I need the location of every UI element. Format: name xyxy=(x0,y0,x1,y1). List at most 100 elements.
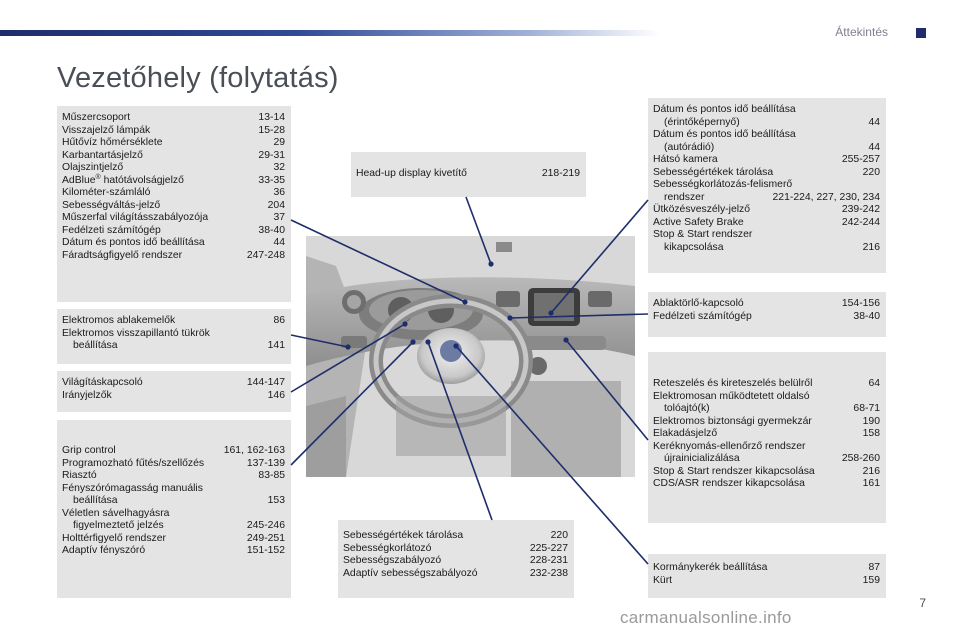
index-entry-pages: 33-35 xyxy=(258,174,285,186)
index-entry-label-text: Műszerfal világításszabályozója xyxy=(62,212,209,223)
index-entry-pages: 216 xyxy=(862,465,880,477)
index-entry: Karbantartásjelző 29-31 xyxy=(62,150,285,163)
index-entry-pages: 83-85 xyxy=(258,470,285,481)
index-entry-label-text: Adaptív sebességszabályozó xyxy=(343,567,478,579)
box-screen: Dátum és pontos idő beállítása(érintőkép… xyxy=(648,98,886,273)
index-entry: Ütközésveszély-jelző 239-242 xyxy=(653,204,880,217)
index-entry-sublabel: rendszer xyxy=(664,191,705,203)
index-entry-label: Elektromos biztonsági gyermekzár xyxy=(653,416,812,429)
index-entry-sublabel: figyelmeztető jelzés xyxy=(73,520,164,531)
index-entry-pages: 161 xyxy=(862,478,880,489)
index-entry-pages: 151-152 xyxy=(246,545,285,556)
index-entry-sublabel: beállítása xyxy=(73,340,118,351)
index-entry-label-text: Sebességkorlátozó xyxy=(343,542,432,554)
index-entry-pages: 15-28 xyxy=(258,124,285,136)
index-entry-pages: 228-231 xyxy=(529,555,568,566)
index-entry-pages: 218-219 xyxy=(541,168,580,179)
index-entry-label: Karbantartásjelző xyxy=(62,150,143,163)
index-entry: Véletlen sávelhagyásra xyxy=(62,508,285,521)
index-entry: Sebességkorlátozás-felismerő xyxy=(653,179,880,192)
index-entry-sublabel: kikapcsolása xyxy=(664,241,724,253)
index-entry-label: Elektromos visszapillantó tükrök xyxy=(62,327,210,339)
index-entry: Holttérfigyelő rendszer 249-251 xyxy=(62,533,285,546)
index-entry-label-text: Dátum és pontos idő beállítása xyxy=(62,237,205,248)
index-entry-label: Kürt xyxy=(653,575,672,588)
index-entry: Adaptív fényszóró 151-152 xyxy=(62,545,285,558)
index-entry-label: Programozható fűtés/szellőzés xyxy=(62,458,204,471)
index-entry-pages: 29 xyxy=(273,137,285,148)
index-entry-pages: 204 xyxy=(267,199,285,211)
index-entry-label: Világításkapcsoló xyxy=(62,377,143,390)
index-entry-label-text: Elakadásjelző xyxy=(653,428,718,439)
index-entry-sublabel: (érintőképernyő) xyxy=(664,116,740,128)
index-entry-label: Head-up display kivetítő xyxy=(356,168,467,181)
index-entry-label: Műszercsoport xyxy=(62,112,130,125)
index-entry: Elektromos visszapillantó tükrök xyxy=(62,328,285,341)
index-entry-continuation: figyelmeztető jelzés 245-246 xyxy=(62,520,285,533)
index-entry-sublabel: tolóajtó(k) xyxy=(664,403,710,414)
index-entry-label-text: Programozható fűtés/szellőzés xyxy=(62,457,205,469)
index-entry-pages: 32 xyxy=(273,162,285,173)
index-entry: Dátum és pontos idő beállítása xyxy=(653,129,880,142)
index-entry-label-text: Műszercsoport xyxy=(62,112,131,123)
index-entry-pages: 249-251 xyxy=(246,532,285,544)
index-entry-pages: 38-40 xyxy=(258,224,285,236)
index-entry-pages: 245-246 xyxy=(246,520,285,531)
index-entry: Sebességkorlátozó 225-227 xyxy=(343,543,568,556)
index-entry-label: Műszerfal világításszabályozója xyxy=(62,212,208,225)
index-entry-pages: 137-139 xyxy=(246,457,285,469)
index-entry-pages: 68-71 xyxy=(853,403,880,414)
index-entry: Dátum és pontos idő beállítása 44 xyxy=(62,237,285,250)
index-entry-pages: 64 xyxy=(868,378,880,389)
index-entry-pages: 225-227 xyxy=(529,542,568,554)
index-entry-label-text: Sebességértékek tárolása xyxy=(343,530,464,541)
index-entry-label-text: Holttérfigyelő rendszer xyxy=(62,532,166,544)
index-entry-pages: 29-31 xyxy=(258,149,285,161)
index-entry-label-text: Hűtővíz hőmérséklete xyxy=(62,137,163,148)
index-entry-pages: 44 xyxy=(273,237,285,248)
index-entry-pages: 146 xyxy=(267,389,285,401)
index-entry-label-text: Ütközésveszély-jelző xyxy=(653,204,751,215)
index-entry-label: Fáradtságfigyelő rendszer xyxy=(62,250,182,263)
index-entry-sublabel: beállítása xyxy=(73,495,118,506)
index-entry-pages: 220 xyxy=(550,530,568,541)
index-entry-label-text: Sebességváltás-jelző xyxy=(62,199,161,211)
index-entry-label-text: CDS/ASR rendszer kikapcsolása xyxy=(653,478,805,489)
index-entry-label-text: Adaptív fényszóró xyxy=(62,545,146,556)
index-entry-label-text: Stop & Start rendszer kikapcsolása xyxy=(653,465,815,477)
index-entry-continuation: tolóajtó(k) 68-71 xyxy=(653,403,880,416)
index-entry-label: Holttérfigyelő rendszer xyxy=(62,533,166,546)
index-entry-label: Grip control xyxy=(62,445,116,458)
index-entry-pages: 242-244 xyxy=(841,216,880,228)
index-entry-label: Fedélzeti számítógép xyxy=(62,225,161,238)
index-entry: Stop & Start rendszer kikapcsolása 216 xyxy=(653,466,880,479)
index-entry-pages: 239-242 xyxy=(841,204,880,215)
index-entry-label: Fényszórómagasság manuális xyxy=(62,482,203,494)
section-title: Áttekintés xyxy=(835,25,888,39)
index-entry-pages: 232-238 xyxy=(529,567,568,579)
index-entry-label-text: Elektromos biztonsági gyermekzár xyxy=(653,415,812,427)
index-entry-pages: 159 xyxy=(862,574,880,586)
index-entry-label-text: Fedélzeti számítógép xyxy=(653,310,752,322)
index-entry-label-text: Sebességértékek tárolása xyxy=(653,166,774,178)
index-entry-label: Hátsó kamera xyxy=(653,154,718,167)
index-entry-pages: 38-40 xyxy=(853,310,880,322)
index-entry: Sebességváltás-jelző 204 xyxy=(62,200,285,213)
index-entry-label: Riasztó xyxy=(62,470,97,483)
page-number: 7 xyxy=(919,596,926,610)
index-entry: CDS/ASR rendszer kikapcsolása 161 xyxy=(653,478,880,491)
index-entry-pages: 154-156 xyxy=(841,298,880,309)
